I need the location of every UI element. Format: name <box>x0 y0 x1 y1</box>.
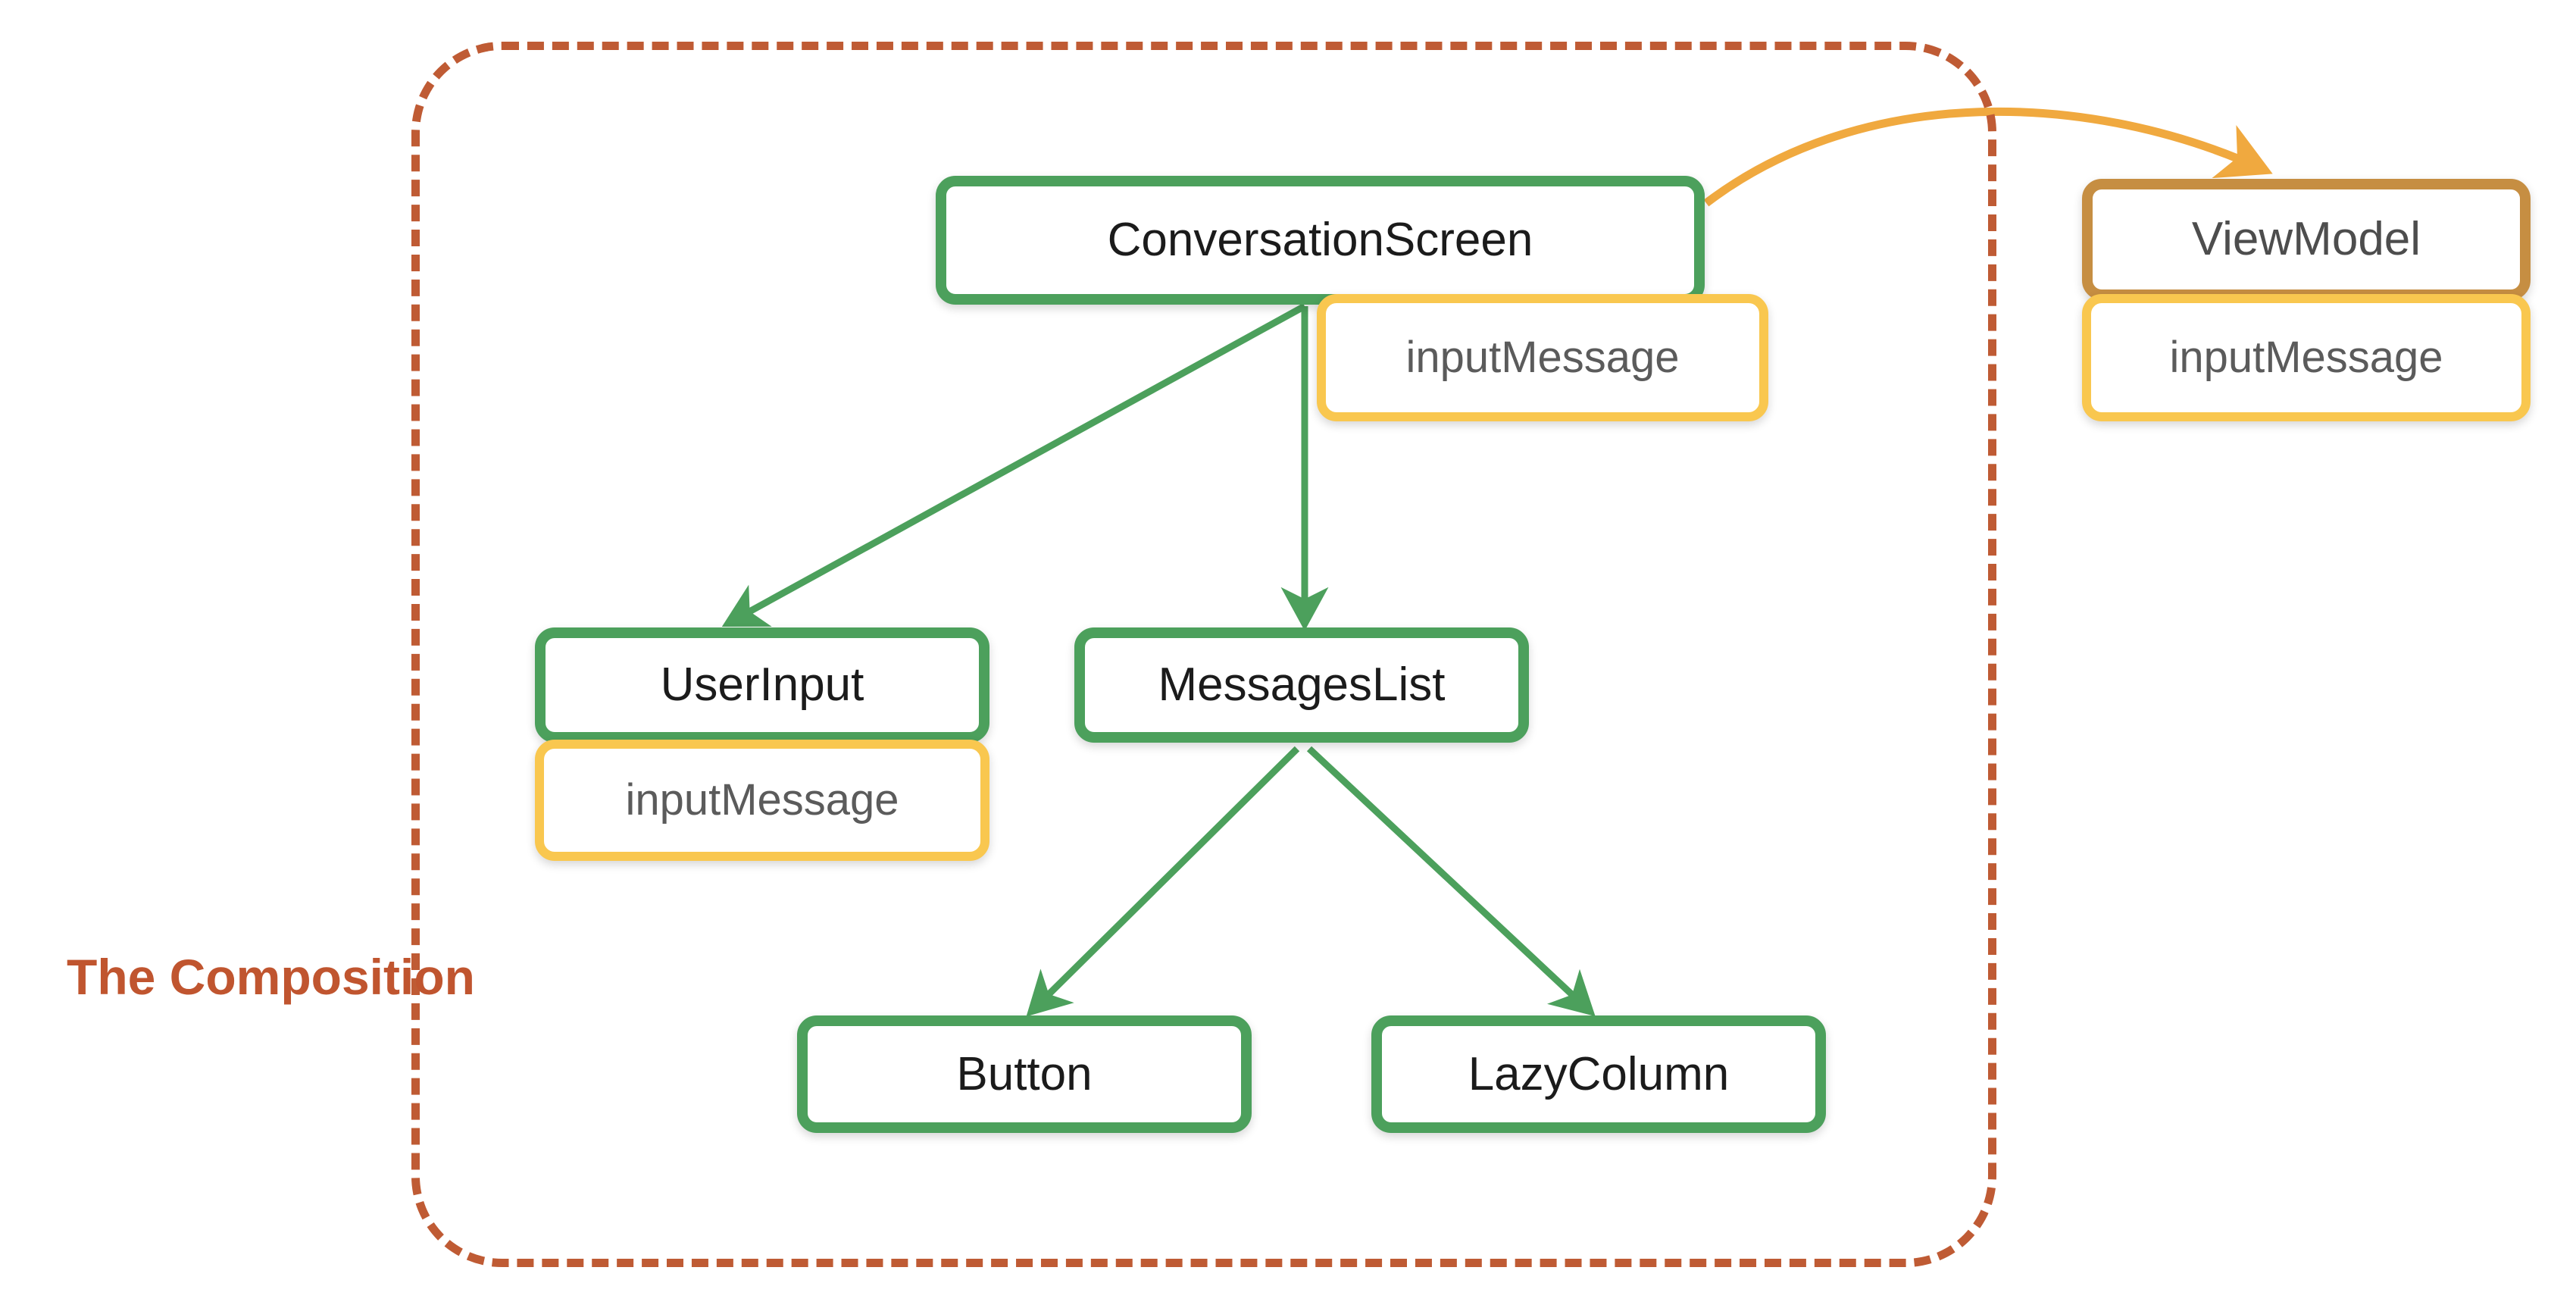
node-label-user-input-state: inputMessage <box>625 775 899 825</box>
node-label-conversation-screen: ConversationScreen <box>1107 214 1533 266</box>
edge-messageslist-to-button <box>1026 746 1300 1017</box>
node-user-input-state[interactable]: inputMessage <box>535 740 989 861</box>
composition-boundary-title: The Composition <box>67 949 475 1005</box>
node-label-view-model: ViewModel <box>2191 213 2421 265</box>
node-label-user-input: UserInput <box>660 659 864 711</box>
node-label-view-model-state: inputMessage <box>2169 333 2443 382</box>
node-button[interactable]: Button <box>797 1015 1252 1133</box>
node-lazy-column[interactable]: LazyColumn <box>1371 1015 1826 1133</box>
node-conversation-screen-state[interactable]: inputMessage <box>1317 294 1768 421</box>
node-label-conversation-screen-state: inputMessage <box>1405 333 1680 382</box>
node-messages-list[interactable]: MessagesList <box>1074 627 1529 743</box>
node-view-model-state[interactable]: inputMessage <box>2082 294 2531 421</box>
node-view-model[interactable]: ViewModel <box>2082 179 2531 300</box>
edge-messageslist-to-lazycolumn <box>1306 746 1596 1017</box>
node-label-button: Button <box>956 1047 1093 1100</box>
node-label-messages-list: MessagesList <box>1158 659 1446 711</box>
node-user-input[interactable]: UserInput <box>535 627 989 743</box>
edge-screen-to-userinput <box>721 303 1307 627</box>
node-label-lazy-column: LazyColumn <box>1468 1047 1730 1100</box>
node-conversation-screen[interactable]: ConversationScreen <box>936 176 1705 305</box>
